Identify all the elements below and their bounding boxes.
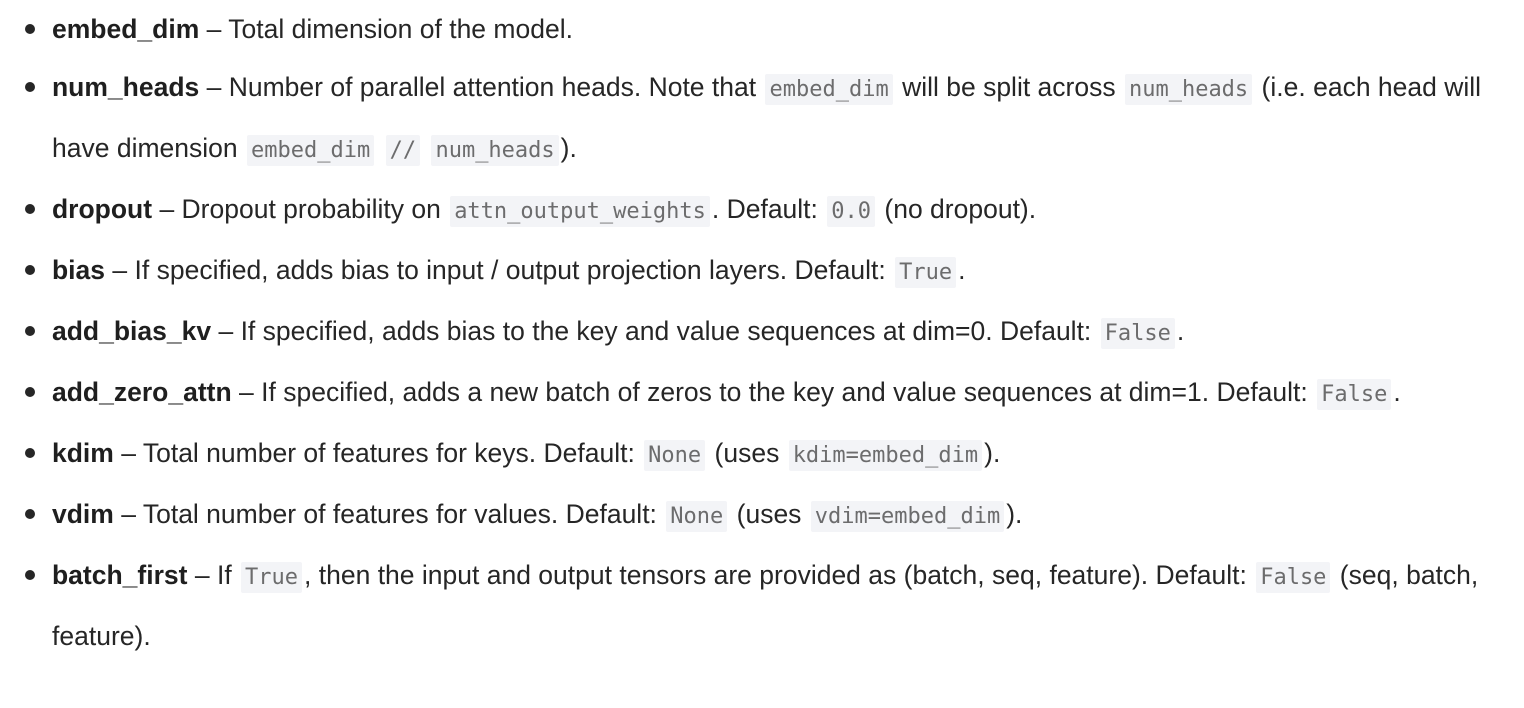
param-embed-dim: embed_dim – Total dimension of the model…	[0, 0, 1524, 58]
inline-code: None	[644, 440, 706, 471]
param-description: ).	[560, 133, 577, 163]
param-bias: bias – If specified, adds bias to input …	[0, 241, 1524, 302]
param-description: If	[216, 560, 240, 590]
param-description: (seq, batch, feature).	[52, 560, 1479, 651]
param-name: add_bias_kv	[52, 316, 212, 346]
parameter-list: embed_dim – Total dimension of the model…	[0, 0, 1524, 665]
separator: –	[105, 255, 135, 285]
param-description: ).	[984, 438, 1001, 468]
param-description: If specified, adds bias to the key and v…	[240, 316, 1099, 346]
bullet-icon	[25, 204, 35, 214]
separator: –	[187, 560, 217, 590]
inline-code: False	[1317, 379, 1392, 410]
param-description: ).	[1006, 499, 1023, 529]
inline-code: num_heads	[1124, 74, 1253, 105]
bullet-icon	[25, 387, 35, 397]
inline-code: True	[241, 562, 303, 593]
separator: –	[211, 316, 241, 346]
param-add-zero-attn: add_zero_attn – If specified, adds a new…	[0, 363, 1524, 424]
separator: –	[152, 194, 182, 224]
bullet-icon	[25, 509, 35, 519]
param-vdim: vdim – Total number of features for valu…	[0, 485, 1524, 546]
param-description	[376, 133, 383, 163]
inline-code: False	[1256, 562, 1331, 593]
param-description: Total dimension of the model.	[228, 14, 573, 44]
param-description: Dropout probability on	[181, 194, 449, 224]
param-description: If specified, adds a new batch of zeros …	[261, 377, 1316, 407]
inline-code: embed_dim	[246, 135, 375, 166]
param-batch-first: batch_first – If True, then the input an…	[0, 546, 1524, 665]
param-description: , then the input and output tensors are …	[304, 560, 1255, 590]
param-description: Total number of features for keys. Defau…	[142, 438, 643, 468]
param-name: embed_dim	[52, 14, 200, 44]
param-description	[422, 133, 429, 163]
param-description: . Default:	[711, 194, 826, 224]
param-description: .	[958, 255, 966, 285]
param-description: (uses	[729, 499, 809, 529]
param-description: If specified, adds bias to input / outpu…	[134, 255, 894, 285]
inline-code: False	[1100, 318, 1175, 349]
param-name: kdim	[52, 438, 114, 468]
param-description: (uses	[707, 438, 787, 468]
separator: –	[199, 72, 229, 102]
bullet-icon	[25, 24, 35, 34]
inline-code: //	[385, 135, 421, 166]
inline-code: num_heads	[431, 135, 559, 166]
param-num-heads: num_heads – Number of parallel attention…	[0, 58, 1524, 180]
separator: –	[113, 499, 143, 529]
param-name: add_zero_attn	[52, 377, 232, 407]
bullet-icon	[25, 326, 35, 336]
param-description: Total number of features for values. Def…	[142, 499, 665, 529]
param-add-bias-kv: add_bias_kv – If specified, adds bias to…	[0, 302, 1524, 363]
param-description: .	[1176, 316, 1185, 346]
inline-code: vdim=embed_dim	[810, 501, 1005, 532]
param-name: bias	[52, 255, 106, 285]
bullet-icon	[25, 448, 35, 458]
inline-code: True	[895, 257, 957, 288]
inline-code: kdim=embed_dim	[788, 440, 983, 471]
param-name: num_heads	[52, 72, 200, 102]
separator: –	[113, 438, 143, 468]
param-description: (i.e. each head will have dimension	[52, 72, 1482, 163]
param-name: dropout	[52, 194, 153, 224]
param-description: will be split across	[894, 72, 1123, 102]
param-name: batch_first	[52, 560, 188, 590]
bullet-icon	[25, 265, 35, 275]
inline-code: 0.0	[827, 196, 876, 227]
inline-code: attn_output_weights	[450, 196, 710, 227]
param-description: .	[1393, 377, 1401, 407]
param-kdim: kdim – Total number of features for keys…	[0, 424, 1524, 485]
separator: –	[231, 377, 262, 407]
bullet-icon	[25, 570, 35, 580]
bullet-icon	[25, 82, 35, 92]
separator: –	[199, 14, 229, 44]
param-description: Number of parallel attention heads. Note…	[228, 72, 764, 102]
inline-code: None	[666, 501, 728, 532]
inline-code: embed_dim	[765, 74, 893, 105]
param-name: vdim	[52, 499, 114, 529]
param-dropout: dropout – Dropout probability on attn_ou…	[0, 180, 1524, 241]
param-description: (no dropout).	[877, 194, 1037, 224]
